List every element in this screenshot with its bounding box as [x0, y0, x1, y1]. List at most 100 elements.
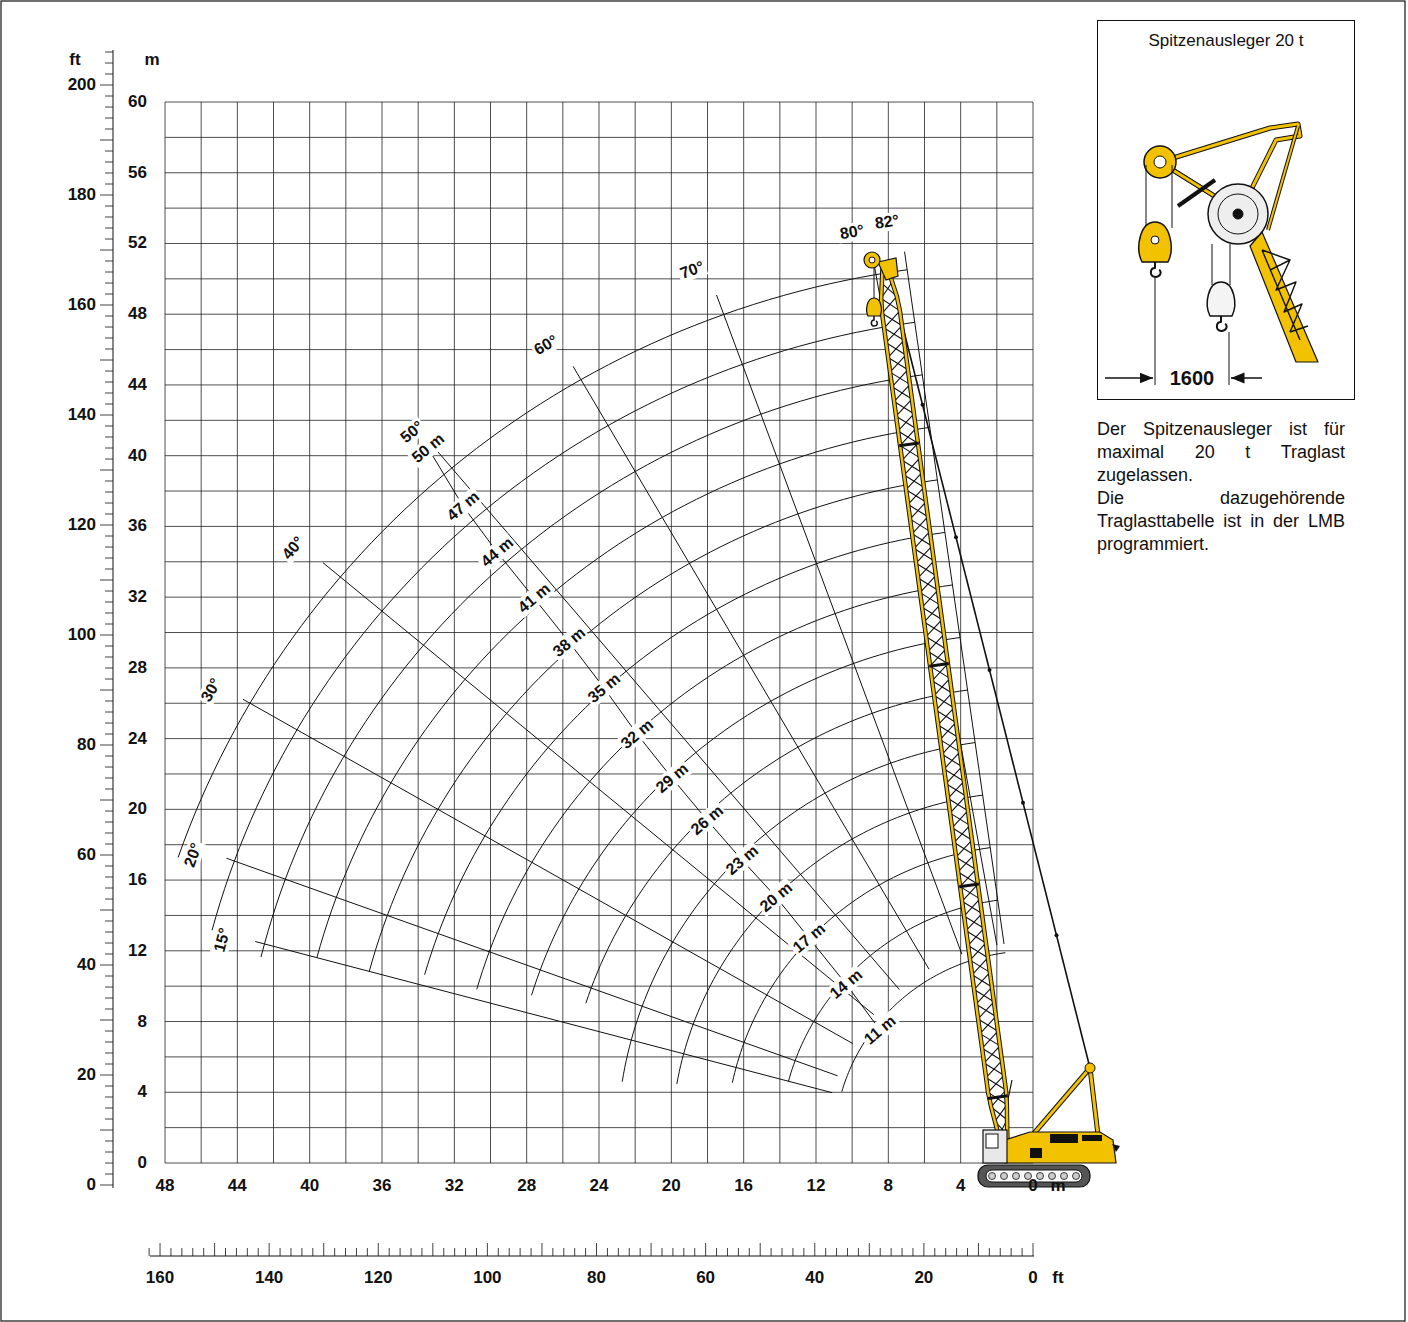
axis-label: 24	[590, 1177, 609, 1196]
axis-label: 20	[914, 1269, 933, 1288]
grid-line	[165, 1127, 1033, 1128]
axis-label: 140	[68, 406, 96, 425]
ruler-tick	[749, 1248, 750, 1256]
ruler-tick	[105, 1042, 113, 1043]
axis-label: 16	[734, 1177, 753, 1196]
ruler-tick	[105, 503, 113, 504]
ruler-tick	[105, 184, 113, 185]
ruler-tick	[105, 987, 113, 988]
axis-label: 12	[807, 1177, 826, 1196]
ruler-tick	[989, 1248, 990, 1256]
hook-block	[867, 298, 882, 316]
ruler-tick	[411, 1248, 412, 1256]
axis-label: 180	[68, 186, 96, 205]
counterweight-mark	[1112, 1144, 1120, 1152]
track-roller	[1073, 1173, 1080, 1180]
ruler-tick	[476, 1248, 477, 1256]
grid-line	[165, 491, 1033, 492]
boom-section-joint	[929, 664, 949, 667]
pendant-link	[1055, 933, 1059, 937]
pendant-link	[988, 668, 992, 672]
grid-line	[165, 278, 1033, 279]
ruler-tick	[160, 1243, 161, 1256]
working-range-chart	[100, 50, 1120, 1256]
angle-line	[243, 699, 853, 1043]
boom-section-joint	[899, 443, 919, 446]
pendant-link	[954, 535, 958, 539]
ruler-tick	[400, 1248, 401, 1256]
axis-label: 60	[696, 1269, 715, 1288]
ruler-tick	[661, 1248, 662, 1256]
hook	[871, 316, 877, 326]
ruler-tick	[105, 173, 113, 174]
axis-label: 12	[128, 941, 147, 960]
ruler-tick	[105, 1031, 113, 1032]
axis-label: 100	[68, 626, 96, 645]
length-arc	[261, 375, 922, 957]
ruler-tick	[100, 800, 113, 801]
boom-length-label: 29 m	[651, 758, 693, 797]
ruler-tick	[105, 866, 113, 867]
hoist-rope	[1172, 165, 1173, 228]
length-arc	[477, 585, 953, 989]
boom-lattice	[1262, 250, 1308, 340]
ruler-tick	[100, 470, 113, 471]
jib-strut	[1268, 126, 1298, 230]
ruler-tick	[105, 162, 113, 163]
ruler-tick	[978, 1243, 979, 1256]
axis-label: ft	[69, 51, 80, 70]
axis-label: 60	[77, 846, 96, 865]
ruler-tick	[651, 1243, 652, 1256]
ruler-tick	[105, 151, 113, 152]
ruler-tick	[214, 1243, 215, 1256]
ruler-tick	[727, 1248, 728, 1256]
hoist-rope	[1230, 244, 1231, 285]
ruler-tick	[105, 1163, 113, 1164]
angle-label: 20°	[180, 839, 206, 872]
track-roller	[1001, 1173, 1008, 1180]
ruler-tick	[105, 943, 113, 944]
ruler-tick	[1011, 1248, 1012, 1256]
grid-line	[165, 172, 1033, 173]
ruler-tick	[531, 1248, 532, 1256]
angle-line	[438, 452, 899, 989]
axis-label: 160	[68, 296, 96, 315]
ruler-tick	[105, 833, 113, 834]
ruler-tick	[607, 1248, 608, 1256]
ruler-tick	[105, 206, 113, 207]
ruler-tick	[803, 1248, 804, 1256]
ruler-tick	[923, 1243, 924, 1256]
ruler-tick	[105, 426, 113, 427]
ruler-tick	[258, 1248, 259, 1256]
ruler-tick	[792, 1248, 793, 1256]
boom-length-label: 26 m	[686, 800, 728, 839]
jib-sheave-hub	[1154, 156, 1166, 168]
grid-line	[165, 986, 1033, 987]
ruler-tick	[902, 1248, 903, 1256]
main-sheave-ring	[1218, 194, 1258, 234]
ruler-tick	[105, 811, 113, 812]
jib-sheave	[1144, 146, 1176, 178]
axis-label: 48	[128, 305, 147, 324]
hook-block-pin	[1151, 236, 1159, 244]
grid-line	[165, 809, 1033, 810]
ruler-tick	[760, 1243, 761, 1256]
ruler-tick	[705, 1243, 706, 1256]
ruler-tick	[105, 382, 113, 383]
ruler-tick	[105, 712, 113, 713]
ruler-tick	[585, 1248, 586, 1256]
ruler-tick	[301, 1248, 302, 1256]
ruler-tick	[105, 239, 113, 240]
boom-section	[1250, 232, 1318, 362]
ruler-tick	[105, 107, 113, 108]
axis-label: 24	[128, 729, 147, 748]
angle-line	[323, 563, 874, 1015]
ruler-tick	[225, 1248, 226, 1256]
boom-length-label: 14 m	[825, 964, 867, 1003]
axis-label: m	[144, 51, 159, 70]
length-label-line	[428, 448, 880, 1030]
ruler-tick	[105, 1086, 113, 1087]
axis-label: 16	[128, 871, 147, 890]
ruler-tick	[847, 1248, 848, 1256]
